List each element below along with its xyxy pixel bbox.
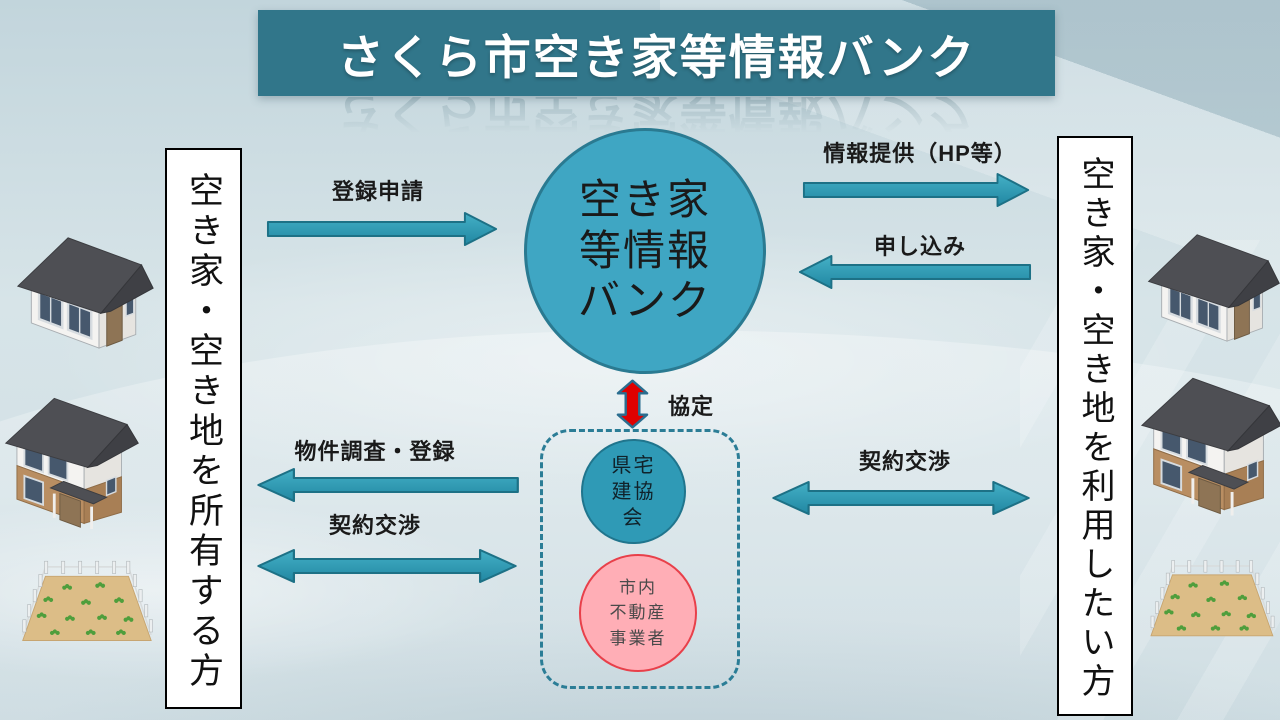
double-arrow-vertical-icon [616, 379, 649, 429]
arrow-right-icon [802, 173, 1030, 207]
user-panel: 空き家・空き地を利用したい方 [1057, 136, 1133, 716]
label-contract-owner: 契約交渉 [328, 513, 421, 538]
bank-line: バンク [577, 277, 713, 325]
bank-line: 空き家 [578, 176, 711, 224]
bank-circle: 空き家 等情報 バンク [524, 128, 766, 374]
house-icon [1143, 198, 1280, 348]
label-provide-info: 情報提供（HP等） [823, 141, 1017, 166]
two-story-house-icon [2, 372, 142, 547]
label-survey: 物件調査・登録 [294, 439, 456, 464]
label-contract-user: 契約交渉 [858, 449, 951, 474]
partners-box [540, 429, 740, 689]
title-banner: さくら市空き家等情報バンク [258, 10, 1055, 96]
arrow-left-icon [257, 468, 519, 502]
label-apply: 申し込み [873, 234, 966, 259]
two-story-house-icon [1138, 355, 1280, 530]
arrow-double-icon [772, 481, 1030, 515]
association-circle: 県宅 建協 会 [581, 439, 686, 544]
realtors-circle: 市内 不動産 事業者 [579, 554, 697, 672]
association-line: 建協 [611, 480, 656, 503]
association-line: 会 [622, 506, 645, 529]
bank-line: 等情報 [578, 226, 711, 274]
realtors-line: 市内 [619, 577, 657, 597]
arrow-left-icon [798, 255, 1032, 289]
arrow-double-icon [257, 549, 517, 583]
association-line: 県宅 [611, 454, 656, 477]
label-register: 登録申請 [331, 179, 424, 204]
realtors-line: 事業者 [609, 628, 667, 648]
owner-panel: 空き家・空き地を所有する方 [165, 148, 242, 709]
label-agreement: 協定 [668, 394, 715, 419]
vacant-land-icon [1142, 548, 1280, 660]
arrow-right-icon [266, 212, 498, 246]
realtors-line: 不動産 [609, 603, 667, 623]
house-icon [12, 200, 157, 355]
page-title: さくら市空き家等情報バンク [336, 30, 977, 84]
vacant-land-icon [12, 548, 160, 666]
